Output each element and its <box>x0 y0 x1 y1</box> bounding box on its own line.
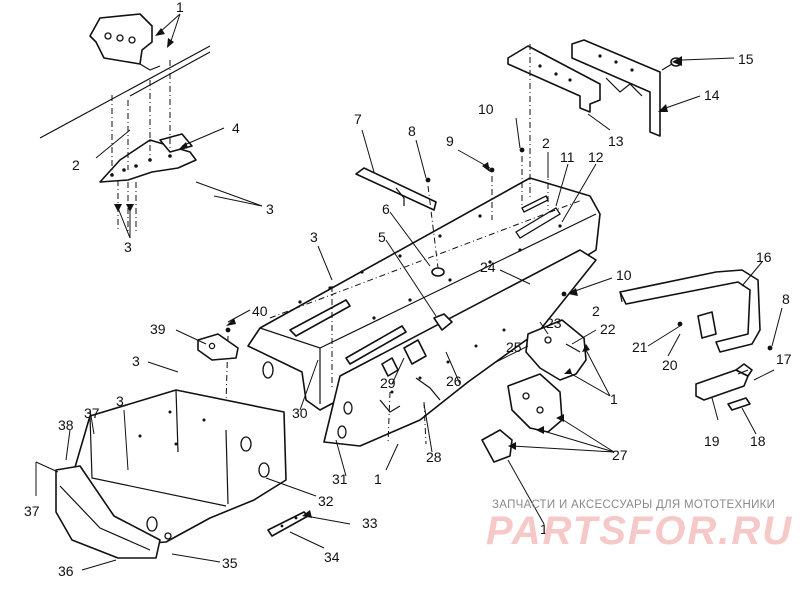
center-hardware <box>381 267 453 401</box>
callout-8: 8 <box>782 291 790 307</box>
top-left-bracket <box>89 13 161 71</box>
callout-35: 35 <box>222 555 238 571</box>
callout-10: 10 <box>478 101 494 117</box>
front-box-frame <box>65 389 287 547</box>
callout-7: 7 <box>354 111 362 127</box>
watermark: ЗАПЧАСТИ И АКСЕССУАРЫ ДЛЯ МОТОТЕХНИКИ PA… <box>486 499 793 553</box>
callout-18: 18 <box>750 433 766 449</box>
callout-14: 14 <box>704 87 720 103</box>
callout-27: 27 <box>612 447 628 463</box>
callout-21: 21 <box>632 339 648 355</box>
callout-1: 1 <box>540 521 548 537</box>
callout-36: 36 <box>58 563 74 579</box>
callout-3: 3 <box>266 201 274 217</box>
callout-40: 40 <box>252 303 268 319</box>
callout-32: 32 <box>318 493 334 509</box>
callout-17: 17 <box>776 351 792 367</box>
front-nose-pan <box>55 465 161 559</box>
callout-13: 13 <box>608 133 624 149</box>
rear-shield-plate <box>571 39 661 137</box>
callout-10: 10 <box>616 267 632 283</box>
callout-1: 1 <box>610 391 618 407</box>
callout-30: 30 <box>292 405 308 421</box>
rear-bumper <box>619 269 761 353</box>
callout-38: 38 <box>58 417 74 433</box>
callout-5: 5 <box>378 229 386 245</box>
side-bracket-small <box>481 429 513 463</box>
hitch-pad <box>727 397 751 411</box>
callout-3: 3 <box>124 239 132 255</box>
callout-39: 39 <box>150 321 166 337</box>
callout-19: 19 <box>704 433 720 449</box>
callout-37: 37 <box>84 405 100 421</box>
small-clip-bracket <box>197 333 239 361</box>
callout-16: 16 <box>756 249 772 265</box>
callout-2: 2 <box>592 303 600 319</box>
callout-8: 8 <box>408 123 416 139</box>
fastener-centerlines <box>225 44 549 445</box>
callout-2: 2 <box>72 157 80 173</box>
callout-6: 6 <box>382 201 390 217</box>
callout-1: 1 <box>176 0 184 15</box>
callout-25: 25 <box>506 339 522 355</box>
callout-37: 37 <box>24 503 40 519</box>
callout-33: 33 <box>362 515 378 531</box>
main-tunnel <box>247 177 601 411</box>
callout-20: 20 <box>662 357 678 373</box>
callout-12: 12 <box>588 149 604 165</box>
front-strap <box>267 511 309 537</box>
callout-4: 4 <box>232 120 240 136</box>
callout-22: 22 <box>600 321 616 337</box>
side-bracket-lower <box>507 373 563 433</box>
callout-15: 15 <box>738 51 754 67</box>
watermark-logo: PARTSFOR.RU <box>486 509 793 553</box>
callout-26: 26 <box>446 373 462 389</box>
callout-34: 34 <box>324 549 340 565</box>
leader-lines <box>35 13 783 571</box>
callout-11: 11 <box>560 149 575 165</box>
leader-arrowheads <box>114 28 682 518</box>
callout-3: 3 <box>116 393 124 409</box>
side-bracket-upper <box>525 319 587 381</box>
callout-23: 23 <box>546 315 562 331</box>
rear-angle-bracket <box>507 45 601 113</box>
hitch-plate <box>695 363 753 401</box>
callout-1: 1 <box>374 471 382 487</box>
left-mount-plate <box>99 133 197 183</box>
top-strap <box>355 167 437 211</box>
callout-3: 3 <box>132 353 140 369</box>
callout-2: 2 <box>542 135 550 151</box>
callout-28: 28 <box>426 449 442 465</box>
watermark-caption: ЗАПЧАСТИ И АКСЕССУАРЫ ДЛЯ МОТОТЕХНИКИ <box>492 499 775 511</box>
callout-24: 24 <box>480 259 496 275</box>
callout-9: 9 <box>446 133 454 149</box>
callout-3: 3 <box>310 229 318 245</box>
callout-labels: 1 2 3 3 4 7 8 9 10 2 11 12 13 14 15 6 3 … <box>24 0 792 579</box>
callout-31: 31 <box>332 471 348 487</box>
callout-29: 29 <box>380 375 396 391</box>
